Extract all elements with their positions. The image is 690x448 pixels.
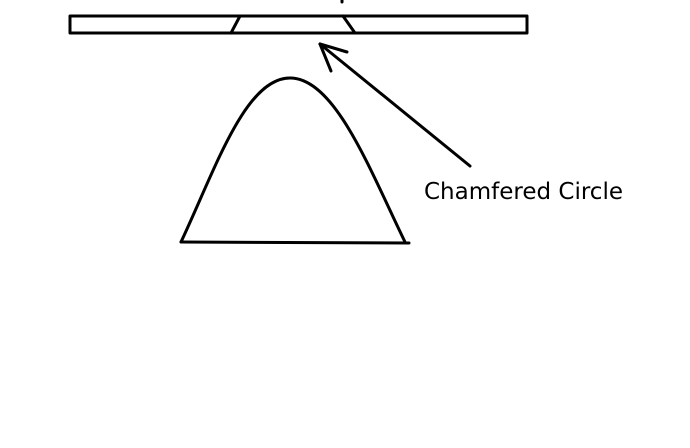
bell-curve <box>179 76 407 244</box>
chamfer-left-edge <box>229 14 242 35</box>
plate-outline <box>68 14 529 35</box>
arrow-head-lower <box>318 42 333 73</box>
bell-base <box>179 240 411 245</box>
bell-shape <box>179 76 411 245</box>
pointer-arrow <box>318 42 472 168</box>
annotation-label: Chamfered Circle <box>424 179 623 205</box>
chamfer-right-edge <box>341 14 357 35</box>
chamfered-plate <box>68 0 529 35</box>
arrow-head-upper <box>318 42 349 54</box>
arrow-shaft <box>318 42 472 168</box>
